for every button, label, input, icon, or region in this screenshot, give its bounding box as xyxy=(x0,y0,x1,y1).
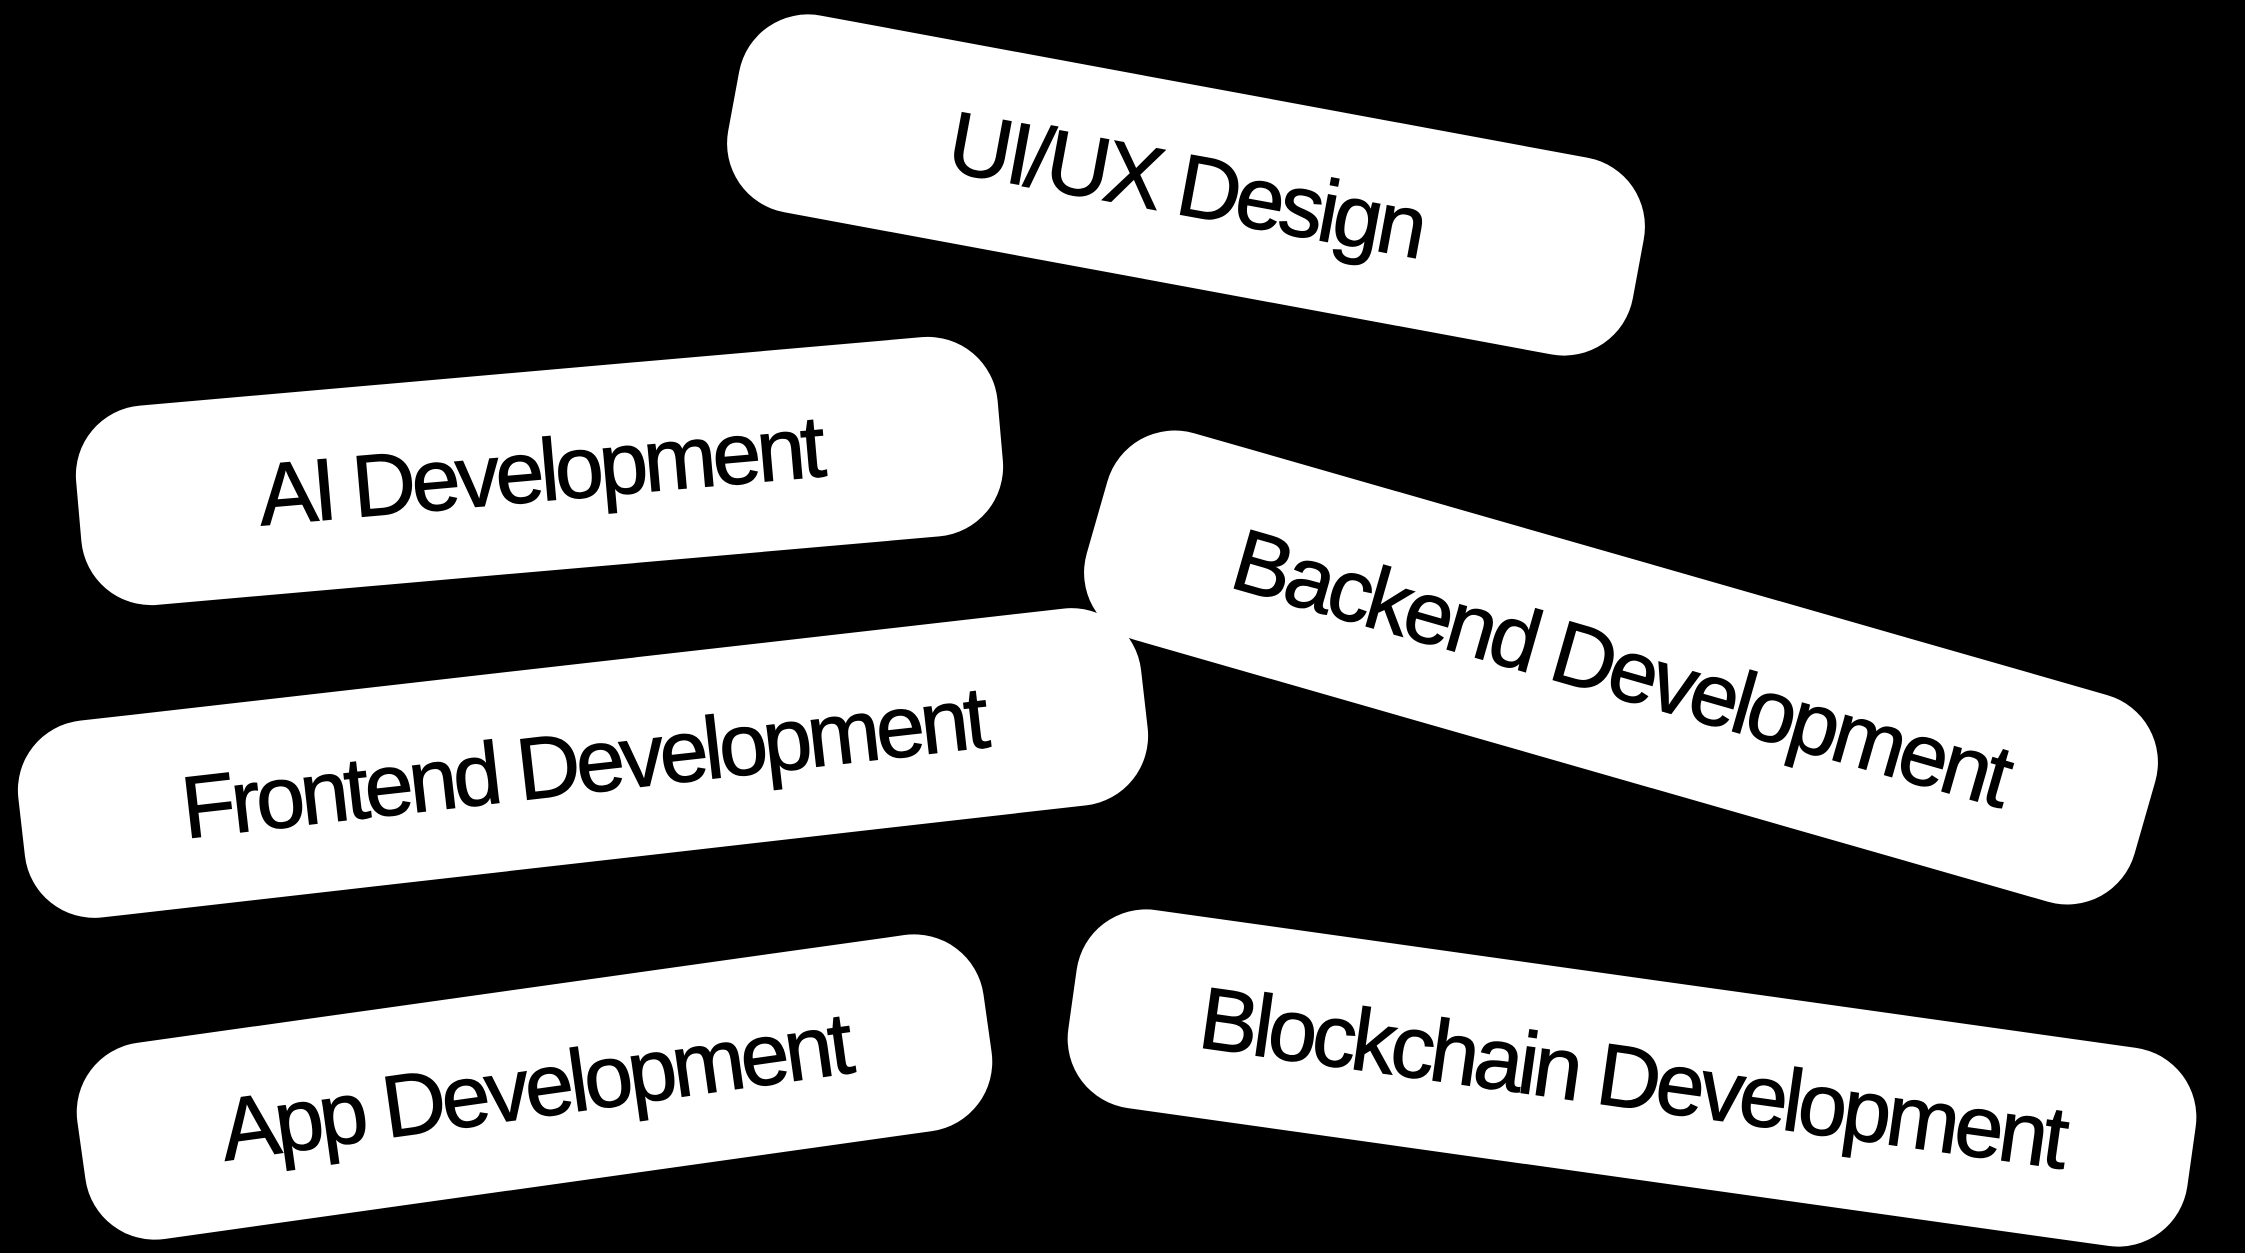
tag-pill-ai-development[interactable]: AI Development xyxy=(70,331,1009,611)
tag-label-backend-development: Backend Development xyxy=(1222,508,2021,826)
tag-label-ai-development: AI Development xyxy=(253,396,825,545)
tag-pill-backend-development[interactable]: Backend Development xyxy=(1067,413,2175,922)
tag-label-app-development: App Development xyxy=(213,993,856,1180)
tag-pill-blockchain-development[interactable]: Blockchain Development xyxy=(1058,900,2206,1253)
tag-pill-app-development[interactable]: App Development xyxy=(67,925,1002,1249)
tag-pill-uiux-design[interactable]: UI/UX Design xyxy=(715,2,1657,368)
tag-label-uiux-design: UI/UX Design xyxy=(940,92,1432,278)
tag-label-blockchain-development: Blockchain Development xyxy=(1193,967,2071,1188)
tag-pill-frontend-development[interactable]: Frontend Development xyxy=(10,600,1156,926)
tag-label-frontend-development: Frontend Development xyxy=(176,667,990,858)
